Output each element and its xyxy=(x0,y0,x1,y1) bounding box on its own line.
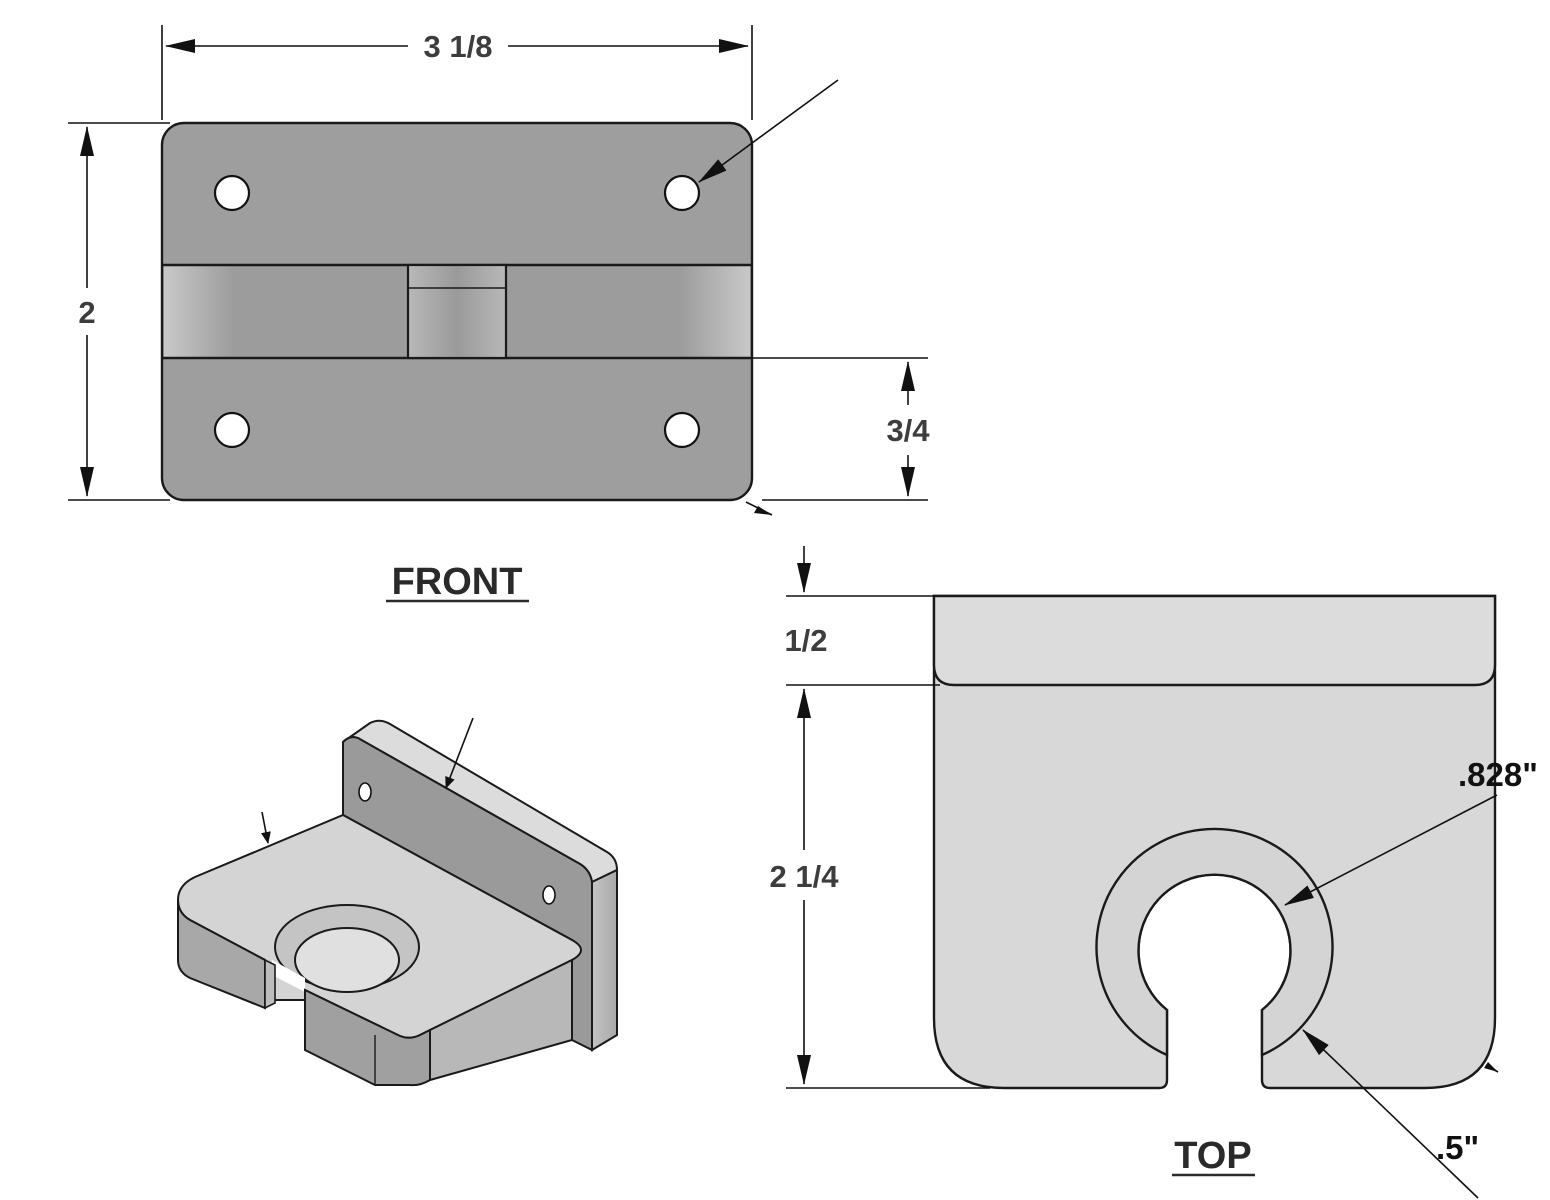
front-width-dimension: 3 1/8 xyxy=(424,29,493,64)
top-depth-dimension: 2 1/4 xyxy=(770,859,840,894)
mounting-hole xyxy=(663,174,701,212)
isometric-view xyxy=(176,717,619,1087)
top-view-label: TOP xyxy=(1174,1135,1251,1177)
front-height-dimension: 2 xyxy=(78,295,95,330)
front-view: 3 1/8 2 3/4 FRONT xyxy=(68,25,930,603)
counterbore xyxy=(1095,827,1334,1057)
mounting-hole xyxy=(663,411,701,449)
front-lower-dimension: 3/4 xyxy=(886,413,930,448)
front-view-label: FRONT xyxy=(392,561,523,603)
top-upper-dimension: 1/2 xyxy=(784,623,827,658)
hole-diameter-dimension: .828" xyxy=(1458,756,1538,793)
top-view: 1/2 2 1/4 .828" .5" TOP xyxy=(770,546,1538,1199)
front-center-slot xyxy=(406,263,508,360)
mounting-hole xyxy=(213,411,251,449)
slot-width-dimension: .5" xyxy=(1436,1129,1479,1166)
mounting-hole xyxy=(213,174,251,212)
